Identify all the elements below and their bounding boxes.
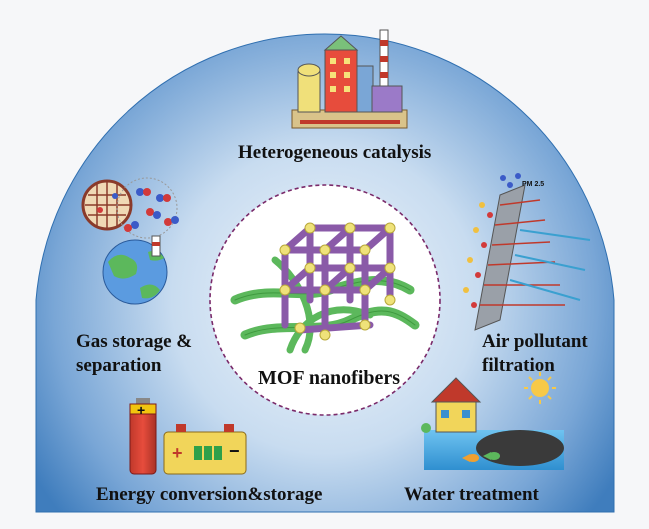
label-gas-line2: separation [76,355,162,376]
label-gas-storage: Gas storage & separation [76,330,192,378]
air-filter-icon [463,173,591,331]
battery-pack-minus-sign: − [229,441,240,461]
battery-icon [129,398,247,475]
mof-nanofiber-illustration [230,222,420,354]
label-air-line1: Air pollutant [482,331,588,352]
battery-plus-sign: + [137,402,146,418]
sun-icon [524,372,556,404]
water-treatment-icon [421,377,564,470]
label-pm25: PM 2.5 [522,181,545,188]
factory-icon [291,29,408,129]
label-air-line2: filtration [482,355,555,376]
gas-storage-icon [81,177,179,305]
label-gas-line1: Gas storage & [76,331,193,352]
label-mof-nanofibers: MOF nanofibers [258,367,401,389]
label-heterogeneous-catalysis: Heterogeneous catalysis [238,142,432,163]
battery-pack-plus-sign: + [172,443,183,463]
label-air-pollutant: Air pollutant filtration [482,330,588,378]
label-water-treatment: Water treatment [404,484,539,505]
label-energy-conversion: Energy conversion&storage [96,484,323,505]
